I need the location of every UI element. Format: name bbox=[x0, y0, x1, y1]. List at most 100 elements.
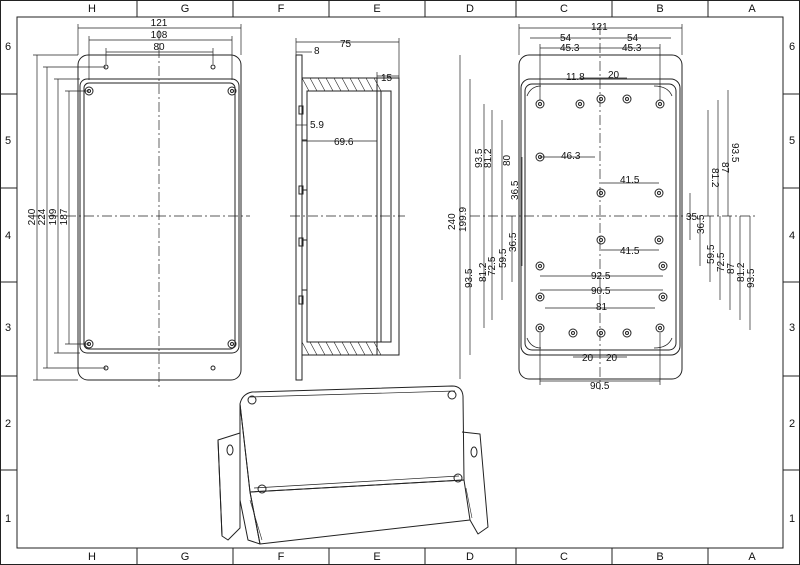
iso-flange-hole-left bbox=[226, 444, 234, 456]
side-view-flange bbox=[295, 54, 303, 381]
iso-screw-bl bbox=[257, 484, 267, 494]
bottom-dim-54-right: 54 bbox=[627, 33, 639, 44]
bottom-dim-240: 240 bbox=[447, 213, 458, 230]
front-view-dims: 121 108 80 240 224 199 187 bbox=[27, 18, 168, 225]
bottom-dim-36-5-right: 36.5 bbox=[696, 214, 707, 234]
front-dim-width-121: 121 bbox=[151, 18, 168, 29]
bottom-dim-121: 121 bbox=[591, 22, 608, 33]
zone-col-e-bottom: E bbox=[373, 551, 380, 563]
front-dim-height-240: 240 bbox=[27, 208, 38, 225]
zone-labels-left: 6 5 4 3 2 1 bbox=[5, 41, 11, 525]
iso-screw-br bbox=[453, 473, 463, 483]
bottom-view-flange bbox=[518, 54, 683, 380]
bottom-view bbox=[459, 24, 755, 390]
zone-col-b: B bbox=[656, 3, 663, 15]
zone-col-c: C bbox=[560, 3, 568, 15]
zone-row-6: 6 bbox=[5, 41, 11, 53]
front-mount-hole-br bbox=[210, 365, 216, 371]
iso-flange-hole-right bbox=[470, 446, 478, 458]
bottom-dim-81-2-right-upper: 81.2 bbox=[709, 168, 720, 188]
side-dim-15: 15 bbox=[381, 73, 393, 84]
bottom-dim-36-5-upper: 36.5 bbox=[510, 180, 521, 200]
bottom-view-dims: 121 54 54 45.3 45.3 11.8 20 240 199.9 93… bbox=[447, 22, 757, 392]
zone-col-h: H bbox=[88, 3, 96, 15]
iso-screw-tr bbox=[447, 390, 457, 400]
side-dim-8: 8 bbox=[314, 46, 320, 57]
bottom-dim-41-5-lower: 41.5 bbox=[620, 246, 640, 257]
bottom-view-body-inner bbox=[524, 83, 677, 351]
front-view bbox=[30, 24, 250, 390]
bottom-dim-20-bottom-right: 20 bbox=[606, 353, 618, 364]
zone-col-c-bottom: C bbox=[560, 551, 568, 563]
bottom-dim-81-2-lower: 81.2 bbox=[478, 262, 489, 282]
bottom-dim-87-right: 87 bbox=[726, 262, 737, 274]
side-view-lid bbox=[376, 77, 400, 356]
front-view-flange-outline bbox=[77, 54, 242, 381]
bottom-dim-20-top: 20 bbox=[608, 70, 620, 81]
front-screw-br bbox=[227, 339, 237, 349]
bottom-dim-54-left: 54 bbox=[560, 33, 572, 44]
zone-row-3-right: 3 bbox=[789, 322, 795, 334]
zone-row-6-right: 6 bbox=[789, 41, 795, 53]
zone-col-g-bottom: G bbox=[181, 551, 190, 563]
iso-flange-right bbox=[461, 431, 489, 535]
zone-row-4-right: 4 bbox=[789, 230, 795, 242]
zone-col-e: E bbox=[373, 3, 380, 15]
zone-col-f: F bbox=[278, 3, 285, 15]
zone-row-4: 4 bbox=[5, 230, 11, 242]
zone-col-d-bottom: D bbox=[466, 551, 474, 563]
bottom-dim-90-5-inner: 90.5 bbox=[591, 286, 611, 297]
zone-row-5: 5 bbox=[5, 135, 11, 147]
iso-screw-tl bbox=[247, 395, 257, 405]
front-mount-hole-tr bbox=[210, 64, 216, 70]
zone-col-a-bottom: A bbox=[748, 551, 756, 563]
bottom-dim-87-right-upper: 87 bbox=[719, 162, 730, 174]
isometric-view bbox=[217, 385, 489, 545]
side-view-dims: 75 8 15 5.9 69.6 bbox=[310, 39, 393, 148]
zone-col-g: G bbox=[181, 3, 190, 15]
bottom-dim-81-2-right-lower: 81.2 bbox=[736, 262, 747, 282]
front-dim-height-187: 187 bbox=[59, 208, 70, 225]
bottom-dim-59-5-right: 59.5 bbox=[706, 244, 717, 264]
bottom-dim-81: 81 bbox=[596, 302, 608, 313]
bottom-dim-45-3-left: 45.3 bbox=[560, 43, 580, 54]
bottom-dim-93-5-right-lower: 93.5 bbox=[746, 268, 757, 288]
bottom-dim-90-5-outer: 90.5 bbox=[590, 381, 610, 392]
front-dim-width-80: 80 bbox=[153, 42, 165, 53]
zone-col-f-bottom: F bbox=[278, 551, 285, 563]
bottom-dim-11-8: 11.8 bbox=[566, 72, 585, 83]
zone-labels-right: 6 5 4 3 2 1 bbox=[789, 41, 795, 525]
front-dim-width-108: 108 bbox=[151, 30, 168, 41]
zone-row-2-right: 2 bbox=[789, 418, 795, 430]
zone-labels-top: H G F E D C B A bbox=[88, 3, 756, 15]
zone-col-b-bottom: B bbox=[656, 551, 663, 563]
zone-labels-bottom: H G F E D C B A bbox=[88, 551, 756, 563]
zone-row-3: 3 bbox=[5, 322, 11, 334]
bottom-dim-36-5-lower: 36.5 bbox=[508, 232, 519, 252]
zone-row-2: 2 bbox=[5, 418, 11, 430]
bottom-dim-59-5-lower: 59.5 bbox=[498, 248, 509, 268]
side-dim-5-9: 5.9 bbox=[310, 120, 324, 131]
zone-col-h-bottom: H bbox=[88, 551, 96, 563]
zone-row-1-right: 1 bbox=[789, 513, 795, 525]
zone-row-1: 1 bbox=[5, 513, 11, 525]
bottom-dim-93-5-lower: 93.5 bbox=[464, 268, 475, 288]
iso-body-front bbox=[249, 479, 471, 545]
bottom-dim-35: 35 bbox=[686, 212, 698, 223]
bottom-dim-41-5-upper: 41.5 bbox=[620, 175, 640, 186]
bottom-dim-92-5: 92.5 bbox=[591, 271, 611, 282]
bottom-dim-80: 80 bbox=[502, 154, 513, 166]
bottom-dim-72-5-right: 72.5 bbox=[716, 252, 727, 272]
bottom-dim-199-9: 199.9 bbox=[458, 207, 469, 232]
front-dim-height-224: 224 bbox=[37, 208, 48, 225]
zone-col-a: A bbox=[748, 3, 756, 15]
bottom-dim-20-bottom-left: 20 bbox=[582, 353, 594, 364]
bottom-view-body bbox=[520, 78, 681, 356]
iso-lid-top bbox=[239, 385, 465, 493]
bottom-dim-72-5-lower: 72.5 bbox=[487, 256, 498, 276]
zone-col-d: D bbox=[466, 3, 474, 15]
side-dim-75: 75 bbox=[340, 39, 352, 50]
bottom-dim-93-5-right-upper: 93.5 bbox=[729, 143, 740, 163]
side-dim-69-6: 69.6 bbox=[334, 137, 354, 148]
